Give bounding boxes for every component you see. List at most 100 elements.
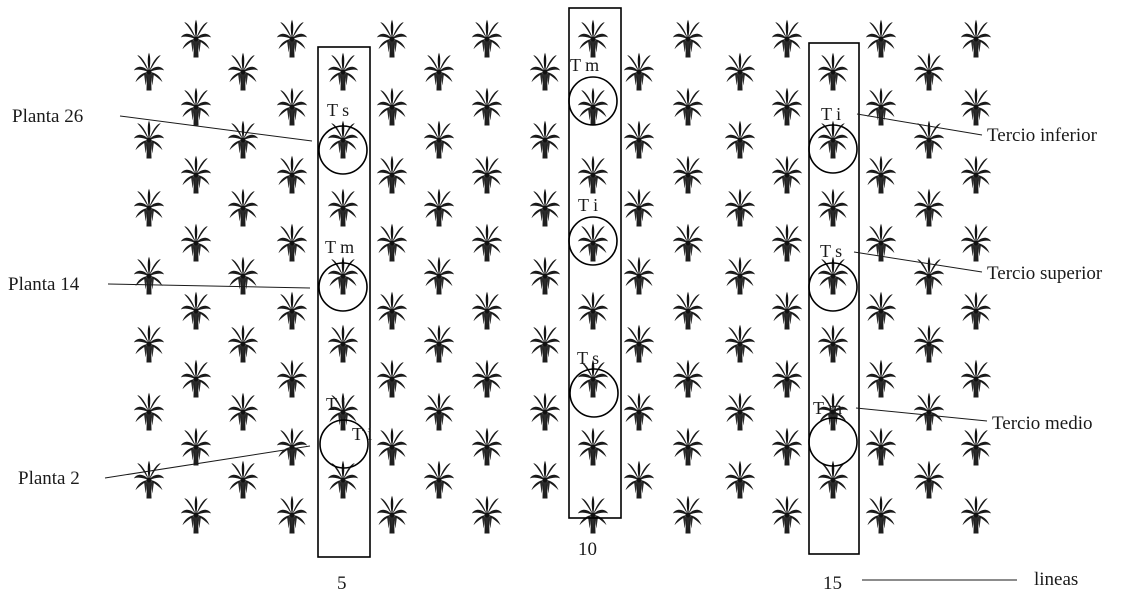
- palm-tree-icon: [530, 121, 560, 159]
- code-l15-top: T i: [821, 104, 841, 124]
- palm-tree-icon: [134, 257, 164, 295]
- palm-tree-icon: [624, 461, 654, 499]
- label-tercio-inferior: Tercio inferior: [987, 125, 1098, 146]
- palm-tree-icon: [772, 88, 802, 126]
- palm-tree-icon: [134, 53, 164, 91]
- palm-tree-icon: [472, 292, 502, 330]
- palm-tree-icon: [866, 360, 896, 398]
- code-l5-top: T s: [327, 100, 349, 120]
- line-10-box: [569, 8, 621, 518]
- palm-tree-icon: [228, 53, 258, 91]
- palm-tree-icon: [866, 20, 896, 58]
- palm-tree-icon: [377, 360, 407, 398]
- palm-tree-icon: [134, 325, 164, 363]
- palm-tree-icon: [914, 325, 944, 363]
- palm-tree-icon: [673, 224, 703, 262]
- palm-tree-icon: [624, 189, 654, 227]
- code-l10-middle: T i: [578, 195, 598, 215]
- palm-tree-icon: [472, 496, 502, 534]
- leader-tercio-superior: [854, 252, 982, 272]
- palm-tree-icon: [818, 189, 848, 227]
- palm-tree-icon: [772, 360, 802, 398]
- palm-tree-icon: [624, 53, 654, 91]
- palm-tree-icon: [578, 156, 608, 194]
- palm-tree-icon: [772, 156, 802, 194]
- palm-tree-icon: [624, 393, 654, 431]
- palm-tree-icon: [134, 393, 164, 431]
- palm-tree-icon: [725, 393, 755, 431]
- code-l5-bottom: T i: [326, 394, 346, 414]
- label-lineas: lineas: [1034, 569, 1078, 590]
- palm-tree-icon: [424, 461, 454, 499]
- palm-tree-icon: [424, 53, 454, 91]
- palm-tree-icon: [277, 20, 307, 58]
- palm-tree-icon: [472, 88, 502, 126]
- palm-tree-icon: [472, 360, 502, 398]
- leader-tercio-medio: [856, 408, 987, 421]
- palm-tree-icon: [961, 224, 991, 262]
- leader-planta-14: [108, 284, 310, 288]
- palm-tree-icon: [134, 461, 164, 499]
- palm-tree-icon: [725, 325, 755, 363]
- code-l5-middle: T m: [325, 237, 354, 257]
- palm-tree-icon: [377, 224, 407, 262]
- palm-tree-icon: [578, 496, 608, 534]
- palm-tree-icon: [328, 189, 358, 227]
- palm-tree-icon: [424, 121, 454, 159]
- line-number-10: 10: [578, 539, 597, 560]
- palm-tree-icon: [673, 496, 703, 534]
- palm-tree-icon: [772, 224, 802, 262]
- palm-tree-icon: [181, 88, 211, 126]
- palm-tree-icon: [866, 292, 896, 330]
- palm-tree-icon: [530, 461, 560, 499]
- palm-tree-icon: [277, 224, 307, 262]
- palm-tree-icon: [772, 292, 802, 330]
- palm-tree-icon: [578, 428, 608, 466]
- palm-tree-icon: [424, 189, 454, 227]
- palm-tree-icon: [914, 189, 944, 227]
- palm-tree-icon: [818, 53, 848, 91]
- palm-tree-icon: [772, 428, 802, 466]
- palm-tree-icon: [377, 428, 407, 466]
- line-number-5: 5: [337, 573, 347, 594]
- palm-tree-icon: [277, 292, 307, 330]
- palm-tree-icon: [673, 292, 703, 330]
- palm-tree-icon: [277, 496, 307, 534]
- palm-tree-icon: [472, 20, 502, 58]
- palm-tree-icon: [228, 461, 258, 499]
- palm-tree-icon: [866, 156, 896, 194]
- palm-tree-icon: [725, 121, 755, 159]
- palm-tree-icon: [181, 428, 211, 466]
- code-l10-top: T m: [570, 55, 599, 75]
- palm-tree-icon: [377, 292, 407, 330]
- palm-tree-icon: [725, 53, 755, 91]
- palm-tree-icon: [181, 20, 211, 58]
- palm-tree-icon: [725, 257, 755, 295]
- label-tercio-superior: Tercio superior: [987, 263, 1103, 284]
- palm-tree-icon: [530, 257, 560, 295]
- palm-tree-icon: [377, 156, 407, 194]
- palm-tree-icon: [818, 121, 848, 159]
- palm-tree-icon: [624, 121, 654, 159]
- palm-tree-icon: [181, 292, 211, 330]
- palm-tree-icon: [328, 325, 358, 363]
- palm-tree-icon: [277, 156, 307, 194]
- palm-tree-icon: [624, 325, 654, 363]
- label-planta-26: Planta 26: [12, 106, 83, 127]
- palm-tree-icon: [228, 257, 258, 295]
- palm-tree-icon: [228, 325, 258, 363]
- line-number-15: 15: [823, 573, 842, 594]
- code-l15-bottom: T m: [813, 398, 842, 418]
- palm-tree-icon: [961, 88, 991, 126]
- palm-tree-icon: [134, 121, 164, 159]
- palm-tree-icon: [673, 88, 703, 126]
- palm-tree-icon: [181, 224, 211, 262]
- label-planta-14: Planta 14: [8, 274, 80, 295]
- palm-tree-icon: [772, 20, 802, 58]
- palm-tree-icon: [866, 428, 896, 466]
- palm-tree-icon: [228, 393, 258, 431]
- palm-tree-icon: [377, 496, 407, 534]
- palm-tree-icon: [914, 461, 944, 499]
- palm-tree-icon: [673, 360, 703, 398]
